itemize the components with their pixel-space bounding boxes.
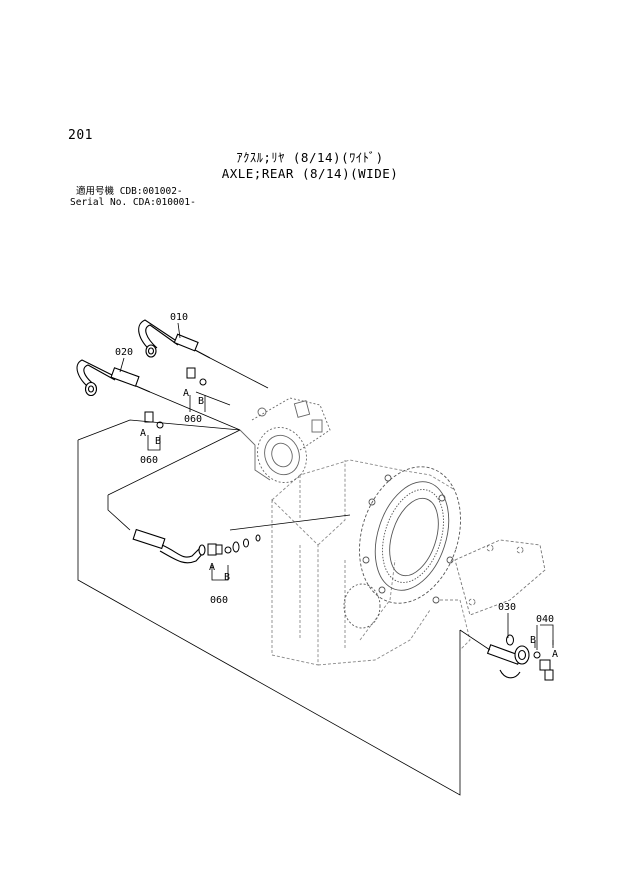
page-number: 201: [68, 128, 93, 143]
hose-right: [486, 644, 530, 679]
title-japanese: ｱｸｽﾙ;ﾘﾔ (8/14)(ﾜｲﾄﾞ): [236, 150, 384, 165]
callout-a: A: [140, 428, 146, 439]
callout-b: B: [155, 436, 161, 447]
fittings: [144, 367, 554, 681]
leader-lines: [77, 322, 554, 796]
brake-cover: [454, 539, 546, 616]
callout-010: 010: [170, 312, 188, 323]
valve-assembly: [239, 397, 331, 484]
callout-b: B: [530, 635, 536, 646]
callout-030: 030: [498, 602, 516, 613]
housing-flange: [343, 466, 461, 629]
hose-lower: [132, 528, 206, 564]
callout-060: 060: [210, 595, 228, 606]
callout-a: A: [183, 388, 189, 399]
callout-b: B: [198, 396, 204, 407]
callout-060: 060: [140, 455, 158, 466]
callout-040: 040: [536, 614, 554, 625]
callout-a: A: [209, 562, 215, 573]
callout-060: 060: [184, 414, 202, 425]
hose-020: [76, 359, 151, 397]
serial-applicable-line: 適用号機 CDB:001002-: [76, 186, 183, 197]
callout-a: A: [552, 649, 558, 660]
axle-housing: [271, 459, 471, 666]
title-english: AXLE;REAR (8/14)(WIDE): [221, 166, 399, 181]
serial-number-line: Serial No. CDA:010001-: [70, 197, 196, 208]
callout-b: B: [224, 572, 230, 583]
callout-020: 020: [115, 347, 133, 358]
hose-010: [138, 319, 211, 359]
